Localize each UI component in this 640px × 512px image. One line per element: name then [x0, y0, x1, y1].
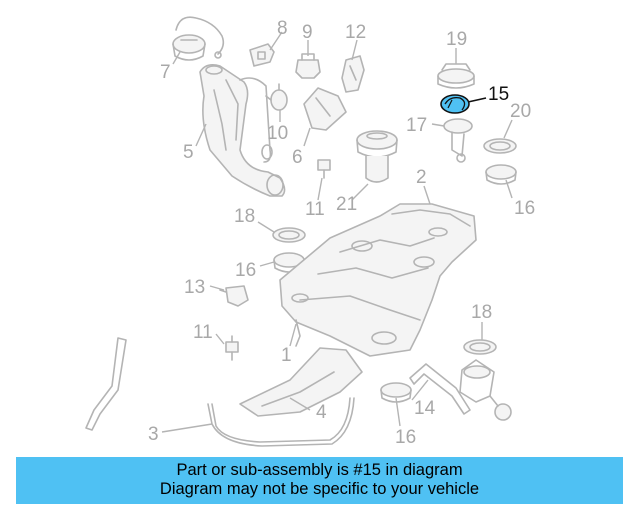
callout-10: 10	[267, 123, 288, 144]
banner-line-2: Diagram may not be specific to your vehi…	[159, 480, 480, 498]
parts-diagram: 7 8 9 12 10 5 6 11 21 19 15 17 20 16 2 1…	[85, 16, 535, 448]
callout-16-left: 16	[235, 260, 256, 281]
tank-strap-part-3	[85, 337, 355, 447]
seal-ring-part-16-right	[485, 164, 517, 185]
callout-13: 13	[184, 277, 205, 298]
callout-7: 7	[160, 62, 171, 83]
heat-shield-part-6	[303, 87, 347, 131]
callout-18-right: 18	[471, 302, 492, 323]
fuel-pump-part-21	[356, 130, 398, 183]
callout-9: 9	[302, 22, 313, 43]
fuel-tank-part	[279, 203, 477, 357]
leader-lines	[161, 31, 513, 433]
valve-part-10	[265, 83, 288, 111]
callout-18-left: 18	[234, 206, 255, 227]
callout-11-top: 11	[305, 199, 325, 220]
callout-16-bottom: 16	[395, 427, 416, 448]
seal-ring-part-16-bottom	[380, 382, 412, 403]
filler-cap-part	[172, 16, 225, 61]
valve-part-11-bottom	[225, 335, 239, 361]
callout-3: 3	[148, 424, 159, 445]
info-banner: Part or sub-assembly is #15 in diagram D…	[16, 457, 623, 504]
ring-part-20	[483, 138, 517, 154]
valve-part	[295, 53, 321, 79]
callout-12: 12	[345, 22, 366, 43]
callout-20: 20	[510, 101, 531, 122]
sender-unit-part-17	[443, 118, 473, 163]
callout-15: 15	[488, 84, 509, 105]
callout-1: 1	[281, 345, 292, 366]
callout-21: 21	[336, 194, 357, 215]
callout-5: 5	[183, 142, 194, 163]
callout-11-bottom: 11	[193, 322, 213, 343]
seal-part-15-highlighted	[440, 94, 470, 114]
fitting-part-13	[219, 285, 249, 307]
bracket-part-12	[341, 55, 365, 93]
callout-14: 14	[414, 398, 436, 419]
shield-plate-part-4	[239, 347, 363, 417]
banner-line-1: Part or sub-assembly is #15 in diagram	[176, 461, 463, 479]
callout-4: 4	[316, 402, 327, 423]
callout-6: 6	[292, 147, 303, 168]
callout-17: 17	[406, 115, 427, 136]
callout-8: 8	[277, 18, 288, 39]
vent-valve-part	[317, 159, 331, 179]
ring-part-18-left	[272, 227, 306, 243]
filler-neck-part	[199, 64, 286, 197]
clip-part	[249, 43, 275, 67]
locking-ring-part	[437, 63, 475, 89]
callout-19: 19	[446, 29, 467, 50]
callout-16-right: 16	[514, 198, 535, 219]
ring-part-18-right	[463, 339, 497, 355]
callout-2: 2	[416, 167, 427, 188]
filler-pipe-part-14	[409, 359, 512, 421]
callout-labels: 7 8 9 12 10 5 6 11 21 19 15 17 20 16 2 1…	[148, 18, 535, 448]
